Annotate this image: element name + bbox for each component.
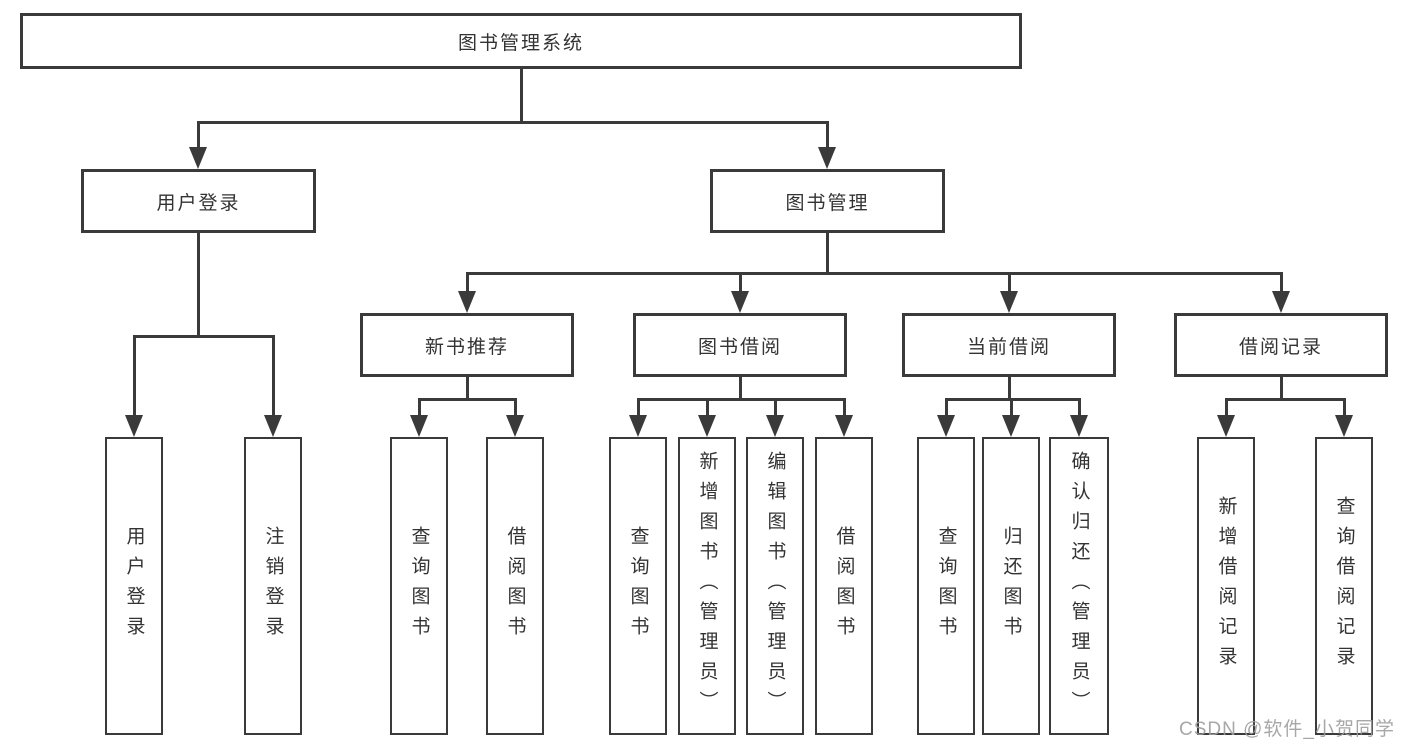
- arrowhead-down-icon: [1002, 415, 1020, 437]
- connector-line: [705, 398, 709, 417]
- leaf-borrow-books-recommend: 借阅图书: [486, 437, 544, 735]
- connector-line: [1007, 377, 1011, 398]
- connector-line: [944, 398, 1081, 401]
- connector-line: [513, 398, 517, 417]
- arrowhead-down-icon: [731, 291, 749, 313]
- leaf-query-books-recommend-label: 查询图书: [408, 526, 430, 646]
- arrowhead-down-icon: [1070, 415, 1088, 437]
- connector-line: [1007, 272, 1011, 293]
- leaf-confirm-return-admin-label: 确认归还（管理员）: [1068, 451, 1090, 721]
- node-current-borrow: 当前借阅: [902, 313, 1116, 377]
- leaf-return-books: 归还图书: [982, 437, 1040, 735]
- connector-line: [1279, 272, 1283, 293]
- arrowhead-down-icon: [125, 415, 143, 437]
- leaf-user-login: 用户登录: [105, 437, 163, 735]
- connector-line: [196, 121, 829, 124]
- leaf-query-books-current-label: 查询图书: [935, 526, 957, 646]
- arrowhead-down-icon: [766, 415, 784, 437]
- arrowhead-down-icon: [1217, 415, 1235, 437]
- leaf-query-books-borrow: 查询图书: [609, 437, 667, 735]
- leaf-user-login-label: 用户登录: [123, 526, 145, 646]
- connector-line: [465, 272, 469, 293]
- connector-line: [842, 398, 846, 417]
- connector-line: [636, 398, 640, 417]
- arrowhead-down-icon: [264, 415, 282, 437]
- node-new-book-recommend-label: 新书推荐: [424, 336, 509, 358]
- connector-line: [417, 398, 421, 417]
- arrowhead-down-icon: [937, 415, 955, 437]
- leaf-borrow-books-recommend-label: 借阅图书: [504, 526, 526, 646]
- connector-line: [944, 398, 948, 417]
- node-root: 图书管理系统: [20, 13, 1022, 69]
- node-book-borrow: 图书借阅: [633, 313, 847, 377]
- node-new-book-recommend: 新书推荐: [360, 313, 574, 377]
- arrowhead-down-icon: [1272, 291, 1290, 313]
- leaf-add-borrow-record: 新增借阅记录: [1197, 437, 1255, 735]
- connector-line: [417, 398, 517, 401]
- connector-line: [636, 398, 846, 401]
- connector-line: [1279, 377, 1283, 398]
- leaf-query-borrow-record-label: 查询借阅记录: [1333, 496, 1355, 676]
- connector-line: [465, 272, 1283, 275]
- leaf-add-book-admin: 新增图书（管理员）: [678, 437, 736, 735]
- connector-line: [196, 121, 200, 149]
- leaf-logout-label: 注销登录: [262, 526, 284, 646]
- arrowhead-down-icon: [1335, 415, 1353, 437]
- leaf-edit-book-admin: 编辑图书（管理员）: [746, 437, 804, 735]
- leaf-confirm-return-admin: 确认归还（管理员）: [1049, 437, 1109, 735]
- leaf-query-books-borrow-label: 查询图书: [627, 526, 649, 646]
- node-book-management-label: 图书管理: [785, 192, 870, 214]
- arrowhead-down-icon: [458, 291, 476, 313]
- connector-line: [1224, 398, 1228, 417]
- connector-line: [271, 335, 275, 417]
- node-user-login: 用户登录: [81, 169, 316, 233]
- leaf-borrow-books: 借阅图书: [815, 437, 873, 735]
- arrowhead-down-icon: [506, 415, 524, 437]
- connector-line: [465, 377, 469, 398]
- node-user-login-label: 用户登录: [156, 192, 241, 214]
- arrowhead-down-icon: [410, 415, 428, 437]
- leaf-return-books-label: 归还图书: [1000, 526, 1022, 646]
- connector-line: [825, 121, 829, 149]
- node-book-borrow-label: 图书借阅: [697, 336, 782, 358]
- leaf-query-borrow-record: 查询借阅记录: [1315, 437, 1373, 735]
- leaf-logout: 注销登录: [244, 437, 302, 735]
- leaf-add-book-admin-label: 新增图书（管理员）: [696, 451, 718, 721]
- arrowhead-down-icon: [189, 147, 207, 169]
- watermark: CSDN @软件_小贺同学: [1179, 719, 1395, 740]
- leaf-query-books-recommend: 查询图书: [390, 437, 448, 735]
- node-root-label: 图书管理系统: [457, 32, 584, 54]
- arrowhead-down-icon: [1000, 291, 1018, 313]
- connector-line: [1224, 398, 1346, 401]
- node-borrow-records-label: 借阅记录: [1238, 336, 1323, 358]
- connector-line: [1009, 398, 1013, 417]
- arrowhead-down-icon: [835, 415, 853, 437]
- arrowhead-down-icon: [818, 147, 836, 169]
- arrowhead-down-icon: [698, 415, 716, 437]
- node-borrow-records: 借阅记录: [1174, 313, 1388, 377]
- connector-line: [196, 233, 200, 335]
- connector-line: [1342, 398, 1346, 417]
- connector-line: [132, 335, 136, 417]
- leaf-add-borrow-record-label: 新增借阅记录: [1215, 496, 1237, 676]
- leaf-borrow-books-label: 借阅图书: [833, 526, 855, 646]
- leaf-query-books-current: 查询图书: [917, 437, 975, 735]
- node-book-management: 图书管理: [710, 169, 945, 233]
- connector-line: [519, 69, 523, 121]
- connector-line: [773, 398, 777, 417]
- connector-line: [738, 272, 742, 293]
- leaf-edit-book-admin-label: 编辑图书（管理员）: [764, 451, 786, 721]
- connector-line: [825, 233, 829, 272]
- arrowhead-down-icon: [629, 415, 647, 437]
- connector-line: [132, 335, 275, 338]
- node-current-borrow-label: 当前借阅: [966, 336, 1051, 358]
- connector-line: [738, 377, 742, 398]
- connector-line: [1077, 398, 1081, 417]
